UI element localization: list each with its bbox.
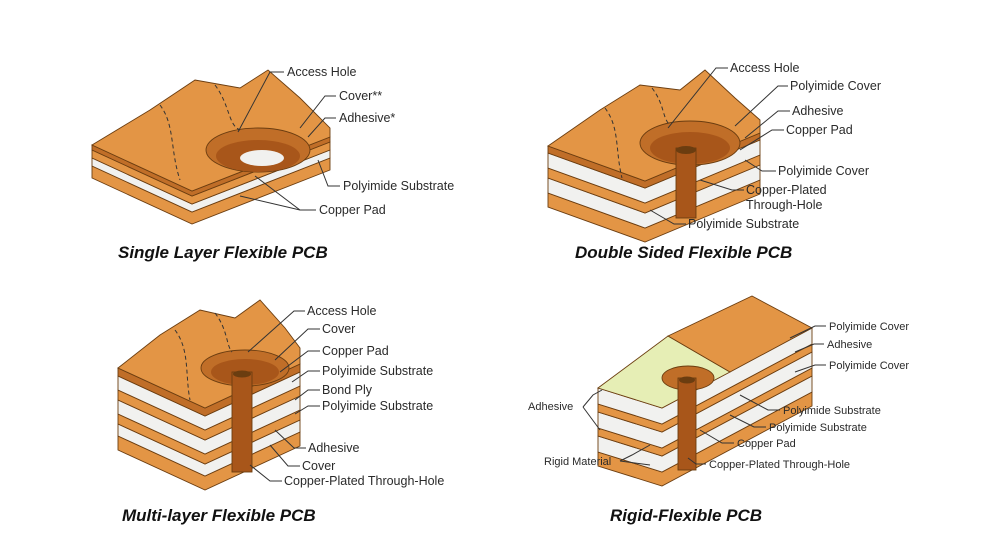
double-label-polyimide-substrate: Polyimide Substrate <box>688 217 799 231</box>
rigid-label-polyimide-substrate-2: Polyimide Substrate <box>769 422 867 434</box>
rigid-label-polyimide-substrate-1: Polyimide Substrate <box>783 405 881 417</box>
multi-label-copper-pad: Copper Pad <box>322 344 389 358</box>
double-title: Double Sided Flexible PCB <box>575 243 792 262</box>
rigid-label-copper-pad: Copper Pad <box>737 438 796 450</box>
rigid-label-adhesive-right: Adhesive <box>827 339 872 351</box>
single-label-polyimide-substrate: Polyimide Substrate <box>343 179 454 193</box>
double-label-adhesive: Adhesive <box>792 104 843 118</box>
multi-label-cover-bottom: Cover <box>302 459 335 473</box>
multi-layer-diagram: Access Hole Cover Copper Pad Polyimide S… <box>117 299 444 491</box>
rigid-label-polyimide-cover-mid: Polyimide Cover <box>829 360 909 372</box>
multi-label-polyimide-substrate-top: Polyimide Substrate <box>322 364 433 378</box>
multi-through-hole <box>231 371 253 473</box>
single-label-cover: Cover** <box>339 89 382 103</box>
rigid-label-polyimide-cover-top: Polyimide Cover <box>829 321 909 333</box>
single-label-access-hole: Access Hole <box>287 65 357 79</box>
double-label-copper-plated: Copper-Plated <box>746 183 827 197</box>
multi-label-copper-plated-through-hole: Copper-Plated Through-Hole <box>284 474 444 488</box>
rigid-flexible-diagram: Polyimide Cover Adhesive Polyimide Cover… <box>528 295 909 487</box>
single-label-copper-pad: Copper Pad <box>319 203 386 217</box>
single-title: Single Layer Flexible PCB <box>118 243 328 262</box>
double-label-through-hole: Through-Hole <box>746 198 822 212</box>
rigid-label-adhesive-left: Adhesive <box>528 401 573 413</box>
multi-label-polyimide-substrate-bottom: Polyimide Substrate <box>322 399 433 413</box>
rigid-through-hole <box>677 377 697 471</box>
multi-label-access-hole: Access Hole <box>307 304 377 318</box>
single-layer-diagram: Access Hole Cover** Adhesive* Polyimide … <box>91 65 454 225</box>
rigid-flex-top-surface <box>667 295 813 373</box>
rigid-label-rigid-material: Rigid Material <box>544 456 611 468</box>
rigid-title: Rigid-Flexible PCB <box>610 506 762 525</box>
multi-label-cover-top: Cover <box>322 322 355 336</box>
multi-label-bond-ply: Bond Ply <box>322 383 373 397</box>
multi-title: Multi-layer Flexible PCB <box>122 506 316 525</box>
double-label-copper-pad: Copper Pad <box>786 123 853 137</box>
double-through-hole <box>675 147 697 219</box>
double-label-polyimide-cover-bottom: Polyimide Cover <box>778 164 869 178</box>
single-pad-hole <box>240 150 284 166</box>
double-label-access-hole: Access Hole <box>730 61 800 75</box>
rigid-label-copper-plated-through-hole: Copper-Plated Through-Hole <box>709 459 850 471</box>
double-label-polyimide-cover-top: Polyimide Cover <box>790 79 881 93</box>
single-label-adhesive: Adhesive* <box>339 111 395 125</box>
multi-label-adhesive: Adhesive <box>308 441 359 455</box>
double-sided-diagram: Access Hole Polyimide Cover Adhesive Cop… <box>547 61 881 243</box>
